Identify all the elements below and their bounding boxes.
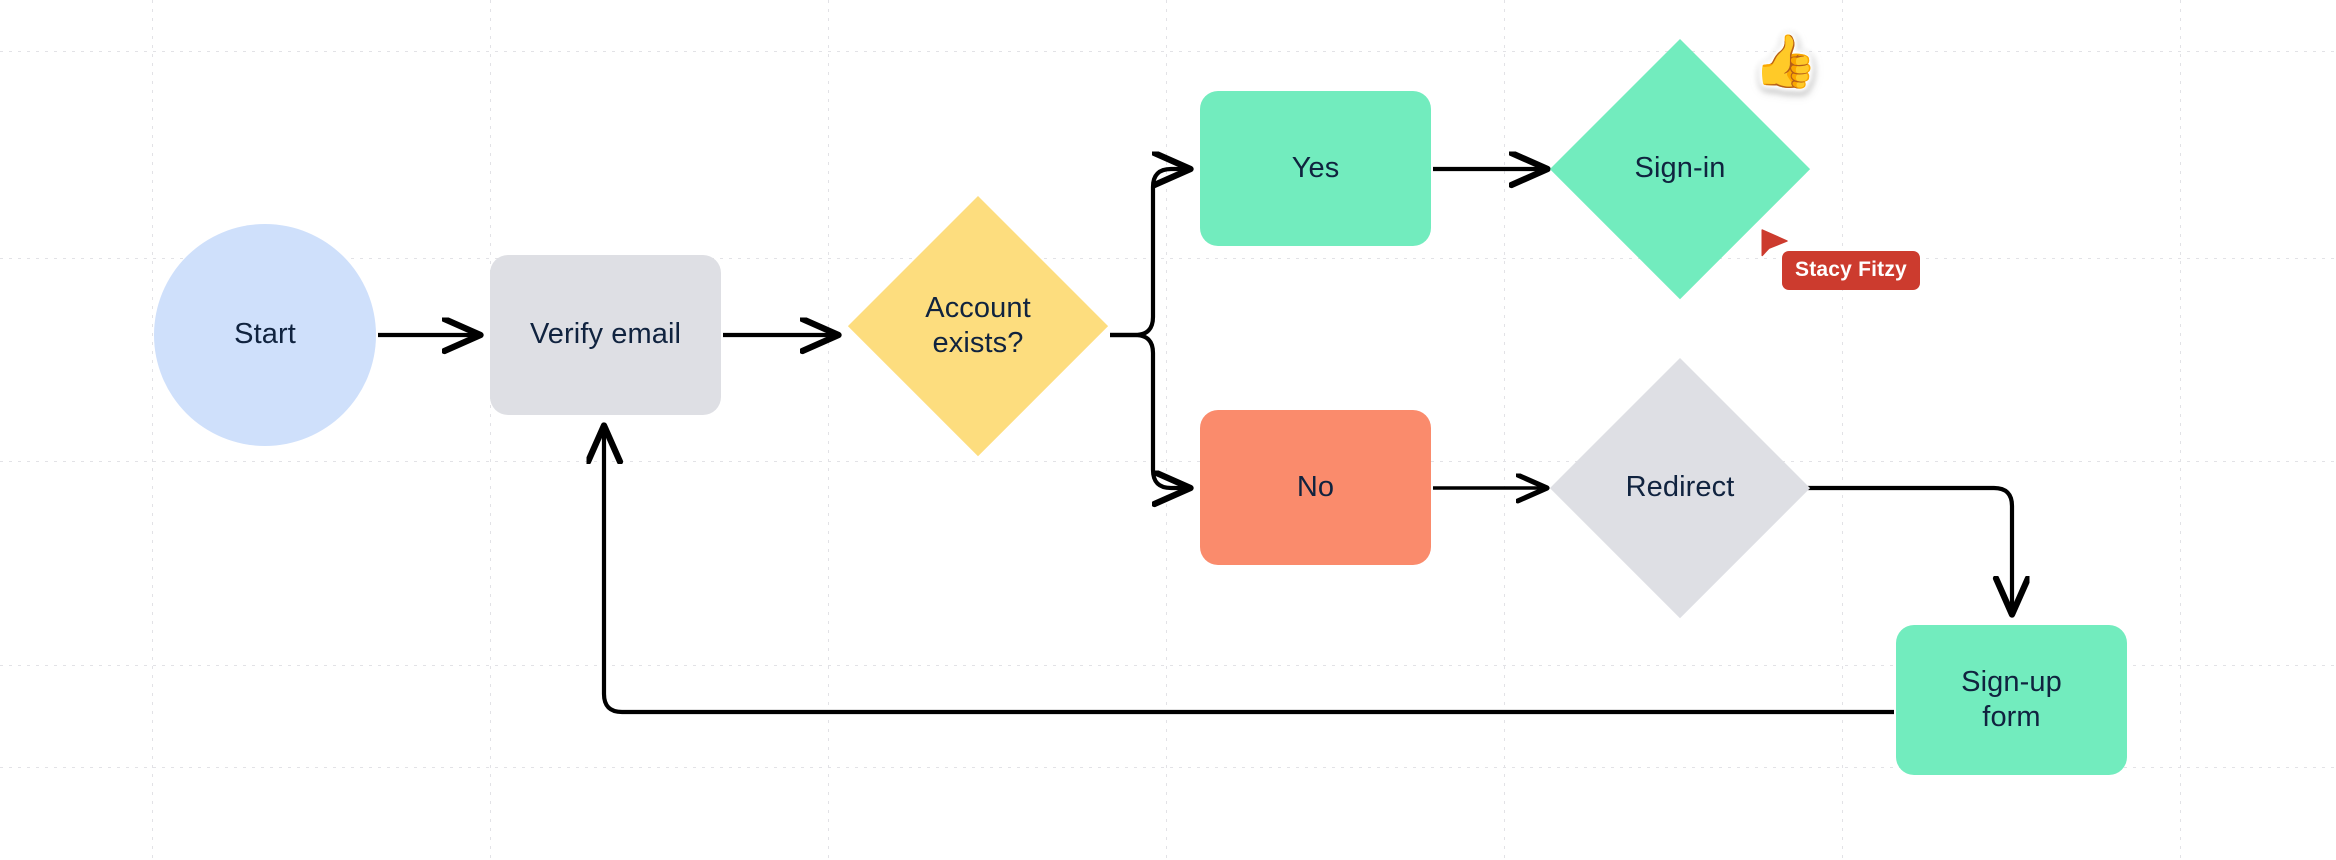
node-yes[interactable]: Yes xyxy=(1200,91,1431,246)
grid-line-horizontal xyxy=(0,258,2336,259)
grid-line-vertical xyxy=(1504,0,1505,860)
grid-line-vertical xyxy=(1842,0,1843,860)
node-no-label: No xyxy=(1296,470,1335,503)
node-no[interactable]: No xyxy=(1200,410,1431,565)
edge-redirect-to-signup xyxy=(1805,485,2012,612)
node-yes-label: Yes xyxy=(1291,151,1340,184)
node-redirect-label: Redirect xyxy=(1625,471,1735,504)
node-verify-email-label: Verify email xyxy=(529,318,682,351)
node-sign-in[interactable]: Sign-in xyxy=(1550,39,1810,299)
cursor-pointer-icon xyxy=(1761,229,1788,257)
grid-line-vertical xyxy=(2180,0,2181,860)
grid-line-horizontal xyxy=(0,51,2336,52)
node-start-label: Start xyxy=(234,318,296,351)
grid-line-horizontal xyxy=(0,461,2336,462)
node-start[interactable]: Start xyxy=(154,224,376,446)
node-sign-in-label: Sign-in xyxy=(1634,152,1726,185)
grid-line-vertical xyxy=(152,0,153,860)
grid-line-vertical xyxy=(1166,0,1167,860)
cursor-name-label: Stacy Fitzy xyxy=(1782,251,1920,290)
node-redirect[interactable]: Redirect xyxy=(1550,358,1810,618)
edge-decision-to-no xyxy=(1110,332,1188,488)
node-account-exists-label: Account exists? xyxy=(925,291,1031,359)
node-sign-up-form[interactable]: Sign-up form xyxy=(1896,625,2127,775)
node-account-exists[interactable]: Account exists? xyxy=(848,196,1108,456)
node-sign-up-form-label: Sign-up form xyxy=(1961,665,2062,733)
thumbs-up-emoji[interactable]: 👍 xyxy=(1753,33,1818,91)
edge-decision-to-yes xyxy=(1110,169,1188,338)
grid-line-vertical xyxy=(828,0,829,860)
node-verify-email[interactable]: Verify email xyxy=(490,255,721,415)
grid-line-vertical xyxy=(490,0,491,860)
